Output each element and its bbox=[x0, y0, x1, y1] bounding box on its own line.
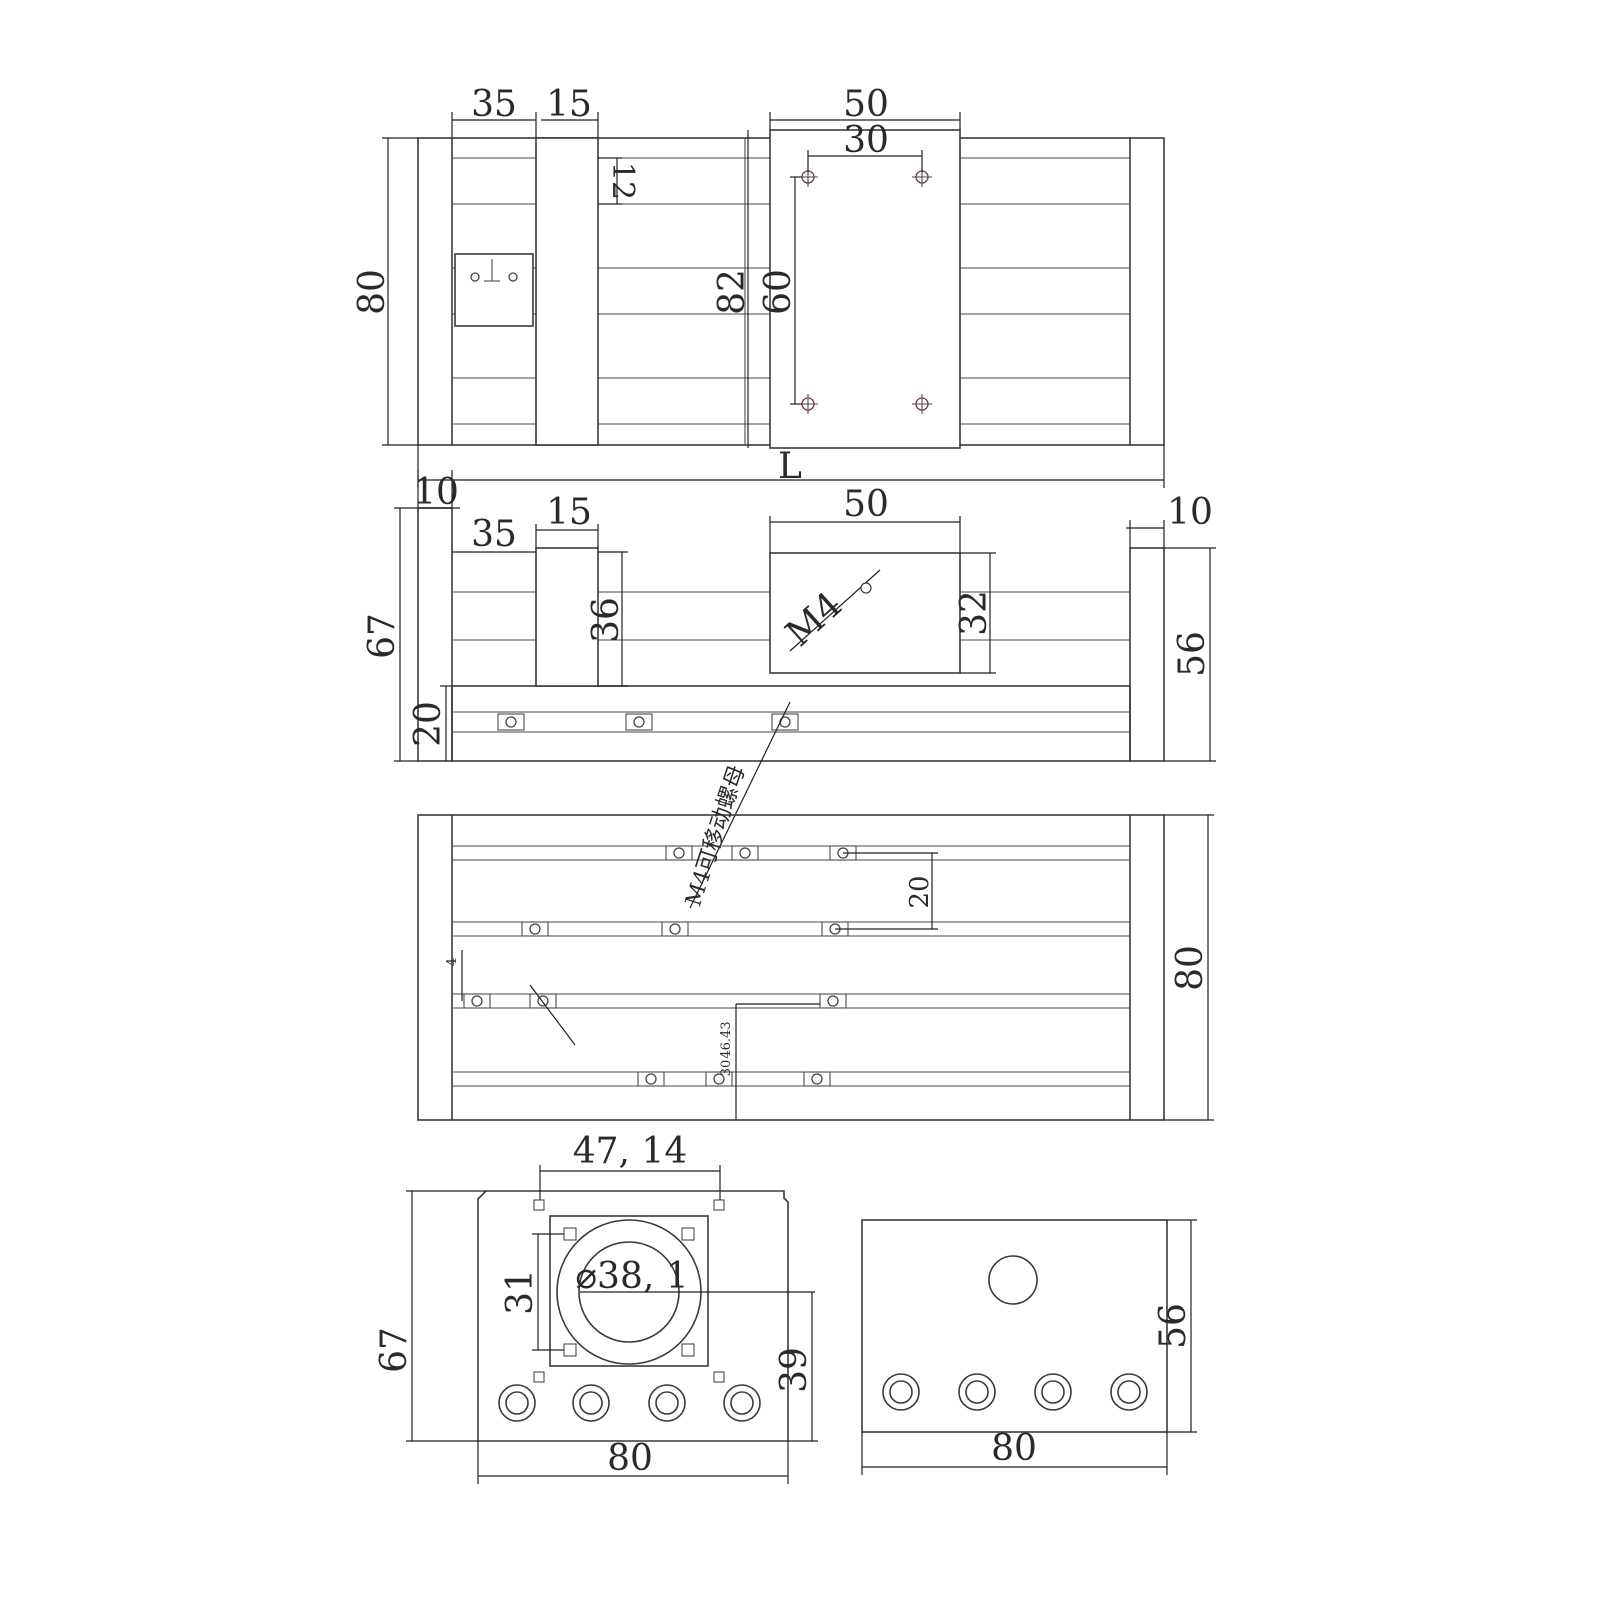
side-dim-67: 67 bbox=[362, 613, 403, 659]
top-dim-80: 80 bbox=[352, 269, 393, 315]
motor-mount-holes bbox=[498, 1384, 761, 1422]
top-view: 35 15 50 30 12 80 82 60 L bbox=[352, 84, 1165, 488]
plain-dim-80: 80 bbox=[991, 1428, 1037, 1469]
bottom-nut-label: M4可移动螺母 bbox=[681, 762, 750, 909]
motor-dim-67: 67 bbox=[374, 1327, 415, 1373]
motor-dim-39: 39 bbox=[774, 1347, 815, 1393]
bottom-nuts bbox=[463, 845, 857, 1087]
side-carriage bbox=[769, 552, 961, 674]
top-dim-82: 82 bbox=[712, 269, 753, 315]
plain-endplate bbox=[861, 1219, 1168, 1433]
bottom-view: M4可移动螺母 20 80 4 46.43 30 bbox=[417, 762, 1214, 1121]
side-dim-56: 56 bbox=[1172, 631, 1213, 677]
bottom-frame bbox=[417, 814, 1165, 1121]
top-left-mount bbox=[454, 253, 534, 327]
bottom-dim-20: 20 bbox=[905, 875, 935, 908]
plain-dim-56: 56 bbox=[1153, 1303, 1194, 1349]
plain-mount-holes bbox=[882, 1373, 1148, 1411]
side-base-holes bbox=[497, 713, 799, 731]
plain-dimensions bbox=[861, 1219, 1197, 1475]
motor-dimensions bbox=[406, 1165, 818, 1484]
side-dim-20: 20 bbox=[408, 701, 449, 747]
top-dim-50: 50 bbox=[843, 84, 889, 125]
top-mount-hole-right bbox=[508, 272, 518, 282]
side-dim-32: 32 bbox=[954, 590, 995, 636]
top-dim-30: 30 bbox=[843, 120, 889, 161]
motor-dim-47-14: 47, 14 bbox=[573, 1131, 688, 1172]
bottom-dimensions bbox=[461, 814, 1214, 1121]
bottom-small-note-2: 30 bbox=[719, 1060, 734, 1077]
plain-shaft-hole bbox=[988, 1255, 1038, 1305]
side-dim-36: 36 bbox=[586, 597, 627, 643]
top-dim-35: 35 bbox=[471, 84, 517, 125]
top-dim-15: 15 bbox=[546, 84, 592, 125]
top-bearing-block bbox=[535, 137, 599, 446]
motor-dim-diameter: ⌀38, 1 bbox=[575, 1256, 688, 1297]
top-dim-60: 60 bbox=[758, 269, 799, 315]
top-dim-12: 12 bbox=[605, 162, 640, 200]
motor-dim-80: 80 bbox=[607, 1438, 653, 1479]
side-dim-10-left: 10 bbox=[413, 472, 459, 513]
bottom-slots bbox=[452, 845, 1130, 1087]
side-bearing-block bbox=[535, 547, 599, 687]
end-view-motor: 47, 14 31 ⌀38, 1 67 39 80 bbox=[374, 1131, 818, 1484]
bottom-dim-80: 80 bbox=[1170, 945, 1211, 991]
end-view-plain: 56 80 bbox=[861, 1219, 1197, 1475]
side-dim-50: 50 bbox=[843, 484, 889, 525]
bottom-dim-4: 4 bbox=[445, 958, 460, 966]
side-dimensions bbox=[394, 470, 1216, 762]
bottom-small-note: 46.43 bbox=[719, 1021, 734, 1058]
top-dim-l: L bbox=[778, 446, 802, 487]
side-right-endplate bbox=[1129, 547, 1165, 762]
top-dimensions bbox=[382, 112, 1165, 488]
side-view: 10 35 15 50 10 67 20 36 32 56 M4 bbox=[362, 470, 1216, 909]
side-dim-35: 35 bbox=[471, 514, 517, 555]
motor-endplate bbox=[477, 1190, 789, 1442]
motor-flange bbox=[549, 1215, 709, 1367]
side-dim-10-right: 10 bbox=[1167, 492, 1213, 533]
motor-dim-31: 31 bbox=[500, 1269, 541, 1315]
motor-flange-holes bbox=[533, 1199, 725, 1383]
top-carriage-plate bbox=[769, 129, 961, 449]
side-dim-15: 15 bbox=[546, 492, 592, 533]
side-base-profile bbox=[451, 685, 1131, 762]
nut-leader bbox=[689, 701, 791, 909]
top-mount-hole-left bbox=[470, 272, 480, 282]
